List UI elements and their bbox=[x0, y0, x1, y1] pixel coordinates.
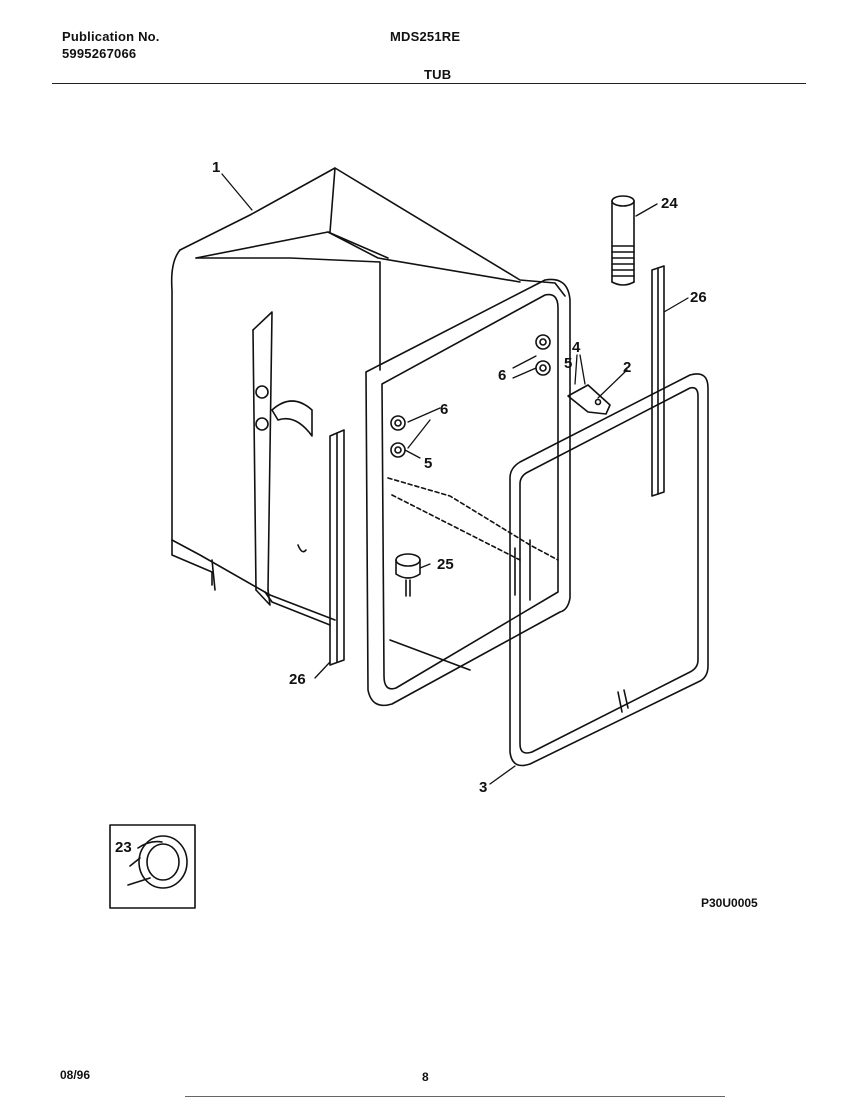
callout-6-left: 6 bbox=[440, 401, 448, 418]
vent-tube-drawing bbox=[611, 195, 635, 286]
callout-3: 3 bbox=[479, 779, 487, 796]
tub-part-drawing bbox=[170, 167, 571, 707]
drawing-code: P30U0005 bbox=[701, 896, 758, 910]
callout-5-lower: 5 bbox=[424, 455, 432, 472]
callout-23: 23 bbox=[115, 839, 132, 856]
callout-25: 25 bbox=[437, 556, 454, 573]
header-rule bbox=[52, 83, 806, 84]
callout-24: 24 bbox=[661, 195, 678, 212]
footer-rule bbox=[185, 1096, 725, 1097]
door-gasket-drawing bbox=[509, 373, 709, 767]
footer-date: 08/96 bbox=[60, 1068, 91, 1082]
leader-lines bbox=[221, 173, 689, 785]
hinge-bracket-drawing bbox=[567, 384, 611, 415]
page-number: 8 bbox=[422, 1070, 429, 1084]
fill-funnel-drawing bbox=[395, 553, 421, 597]
left-side-seal-drawing bbox=[329, 429, 345, 666]
callout-26-right: 26 bbox=[690, 289, 707, 306]
section-title: TUB bbox=[424, 67, 452, 82]
model-number: MDS251RE bbox=[390, 29, 461, 44]
callout-5-upper: 5 bbox=[564, 355, 572, 372]
callout-4: 4 bbox=[572, 339, 581, 356]
publication-number: 5995267066 bbox=[62, 46, 137, 61]
callout-26-left: 26 bbox=[289, 671, 306, 688]
callout-6-right: 6 bbox=[498, 367, 506, 384]
right-side-seal-drawing bbox=[651, 265, 665, 497]
callout-2: 2 bbox=[623, 359, 631, 376]
callout-1: 1 bbox=[212, 159, 220, 176]
clamp-inset-drawing bbox=[109, 824, 196, 909]
publication-label: Publication No. bbox=[62, 29, 160, 44]
